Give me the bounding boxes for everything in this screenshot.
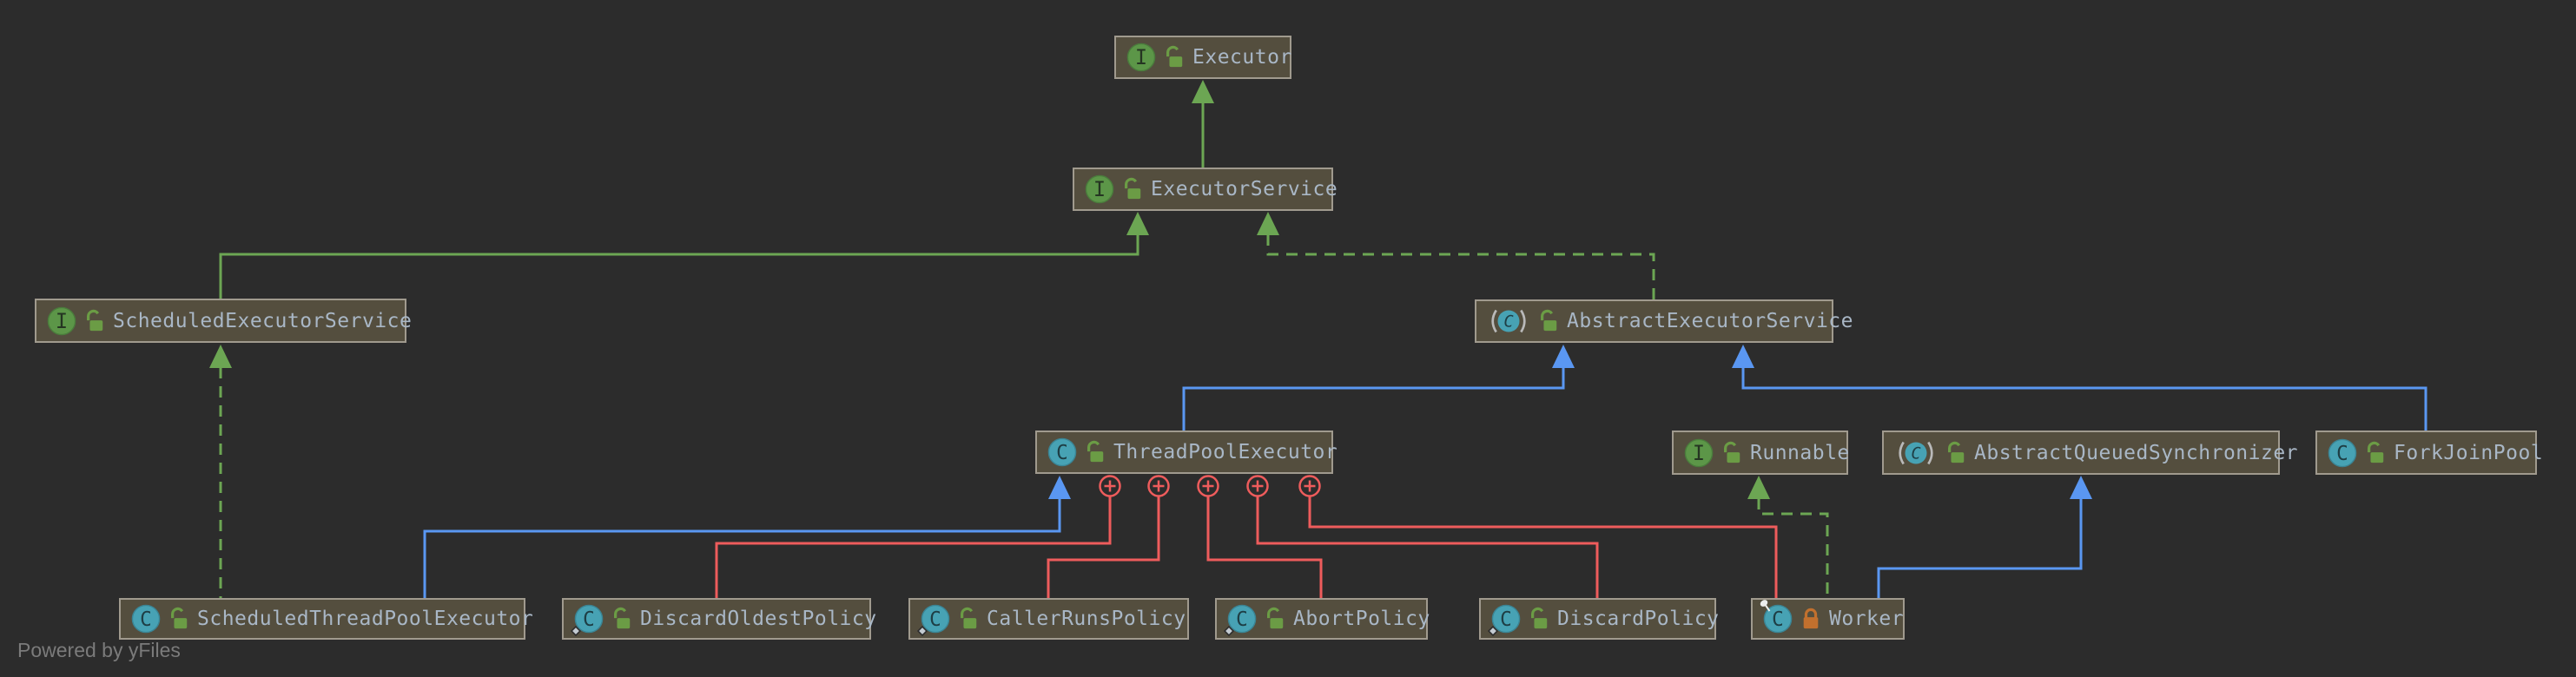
class-node-discardpolicy[interactable]: DiscardPolicy — [1479, 598, 1719, 640]
public-lock-icon — [1265, 607, 1285, 631]
class-name-label: Worker — [1829, 608, 1905, 630]
class-icon — [2328, 438, 2357, 468]
public-lock-icon — [2365, 441, 2386, 465]
interface-icon — [47, 306, 76, 336]
class-node-callerrunspolicy[interactable]: CallerRunsPolicy — [908, 598, 1189, 640]
abstract-class-icon — [1894, 438, 1938, 468]
class-name-label: Executor — [1192, 46, 1292, 69]
edge-scheduledexecutorservice-extends-executorservice — [219, 212, 1149, 299]
interface-icon — [1085, 174, 1114, 204]
circled-plus-icon — [1298, 475, 1321, 497]
public-lock-icon — [168, 607, 189, 631]
class-name-label: Runnable — [1750, 441, 1850, 464]
class-name-label: CallerRunsPolicy — [987, 608, 1186, 630]
class-name-label: AbstractQueuedSynchronizer — [1974, 441, 2299, 464]
edge-worker-implements-runnable — [1747, 476, 1829, 598]
class-node-scheduledthreadpoolexecutor[interactable]: ScheduledThreadPoolExecutor — [119, 598, 533, 640]
edge-inner-callerrunspolicy — [1047, 496, 1160, 598]
public-lock-icon — [1945, 441, 1966, 465]
interface-icon — [1126, 43, 1156, 72]
class-node-abortpolicy[interactable]: AbortPolicy — [1215, 598, 1430, 640]
class-name-label: ThreadPoolExecutor — [1113, 441, 1338, 463]
circled-plus-icon — [1246, 475, 1269, 497]
class-node-abstractqueuedsynchronizer[interactable]: AbstractQueuedSynchronizer — [1882, 431, 2298, 475]
class-name-label: ExecutorService — [1151, 178, 1338, 200]
edge-inner-discardoldestpolicy — [715, 496, 1112, 598]
class-name-label: DiscardPolicy — [1557, 608, 1720, 630]
static-diamond-icon — [1487, 625, 1499, 637]
public-lock-icon — [611, 607, 632, 631]
class-node-threadpoolexecutor[interactable]: ThreadPoolExecutor — [1035, 431, 1338, 474]
class-icon — [1047, 437, 1077, 467]
inner-class-anchor-icons — [1099, 475, 1321, 497]
edge-abstractexecutorservice-implements-executorservice — [1257, 212, 1655, 299]
edge-inner-worker — [1308, 496, 1778, 598]
static-diamond-icon — [916, 625, 928, 637]
private-lock-icon — [1800, 607, 1821, 631]
edge-executorservice-extends-executor — [1192, 80, 1214, 168]
class-name-label: ForkJoinPool — [2394, 441, 2544, 464]
public-lock-icon — [1529, 607, 1549, 631]
interface-icon — [1684, 438, 1714, 468]
final-pin-icon — [1759, 599, 1773, 613]
class-name-label: AbstractExecutorService — [1567, 310, 1853, 332]
class-node-abstractexecutorservice[interactable]: AbstractExecutorService — [1475, 299, 1853, 343]
static-class-icon — [1491, 604, 1521, 634]
edge-inner-abortpolicy — [1206, 496, 1323, 598]
public-lock-icon — [1085, 440, 1106, 464]
class-node-executor[interactable]: Executor — [1114, 36, 1291, 79]
public-lock-icon — [1122, 177, 1143, 201]
class-icon — [131, 604, 161, 634]
class-name-label: ScheduledThreadPoolExecutor — [197, 608, 534, 630]
edge-scheduledthreadpoolexecutor-implements-scheduledexecutorservice — [209, 345, 232, 598]
static-class-icon — [921, 604, 950, 634]
static-class-icon — [574, 604, 604, 634]
class-node-executorservice[interactable]: ExecutorService — [1073, 168, 1338, 211]
circled-plus-icon — [1147, 475, 1170, 497]
class-name-label: AbortPolicy — [1293, 608, 1430, 630]
edge-forkjoinpool-extends-abstractexecutorservice — [1732, 345, 2427, 431]
class-name-label: ScheduledExecutorService — [113, 309, 413, 332]
static-diamond-icon — [1223, 625, 1235, 637]
circled-plus-icon — [1197, 475, 1219, 497]
edge-worker-extends-abstractqueuedsynchronizer — [1877, 476, 2092, 598]
edge-scheduledthreadpoolexecutor-extends-threadpoolexecutor — [423, 476, 1071, 598]
class-node-discardoldestpolicy[interactable]: DiscardOldestPolicy — [562, 598, 876, 640]
static-diamond-icon — [570, 625, 582, 637]
public-lock-icon — [84, 309, 105, 333]
class-node-runnable[interactable]: Runnable — [1672, 431, 1850, 475]
class-name-label: DiscardOldestPolicy — [640, 608, 877, 630]
public-lock-icon — [1538, 309, 1559, 333]
class-node-worker[interactable]: Worker — [1751, 598, 1905, 640]
public-lock-icon — [1721, 441, 1742, 465]
public-lock-icon — [958, 607, 979, 631]
class-node-scheduledexecutorservice[interactable]: ScheduledExecutorService — [35, 299, 412, 343]
edge-threadpoolexecutor-extends-abstractexecutorservice — [1182, 345, 1575, 431]
final-class-icon — [1763, 604, 1793, 634]
static-class-icon — [1227, 604, 1257, 634]
circled-plus-icon — [1099, 475, 1121, 497]
yfiles-attribution: Powered by yFiles — [17, 639, 181, 661]
edge-inner-discardpolicy — [1256, 496, 1599, 598]
abstract-class-icon — [1487, 306, 1530, 336]
public-lock-icon — [1164, 45, 1185, 69]
class-node-forkjoinpool[interactable]: ForkJoinPool — [2315, 431, 2543, 475]
